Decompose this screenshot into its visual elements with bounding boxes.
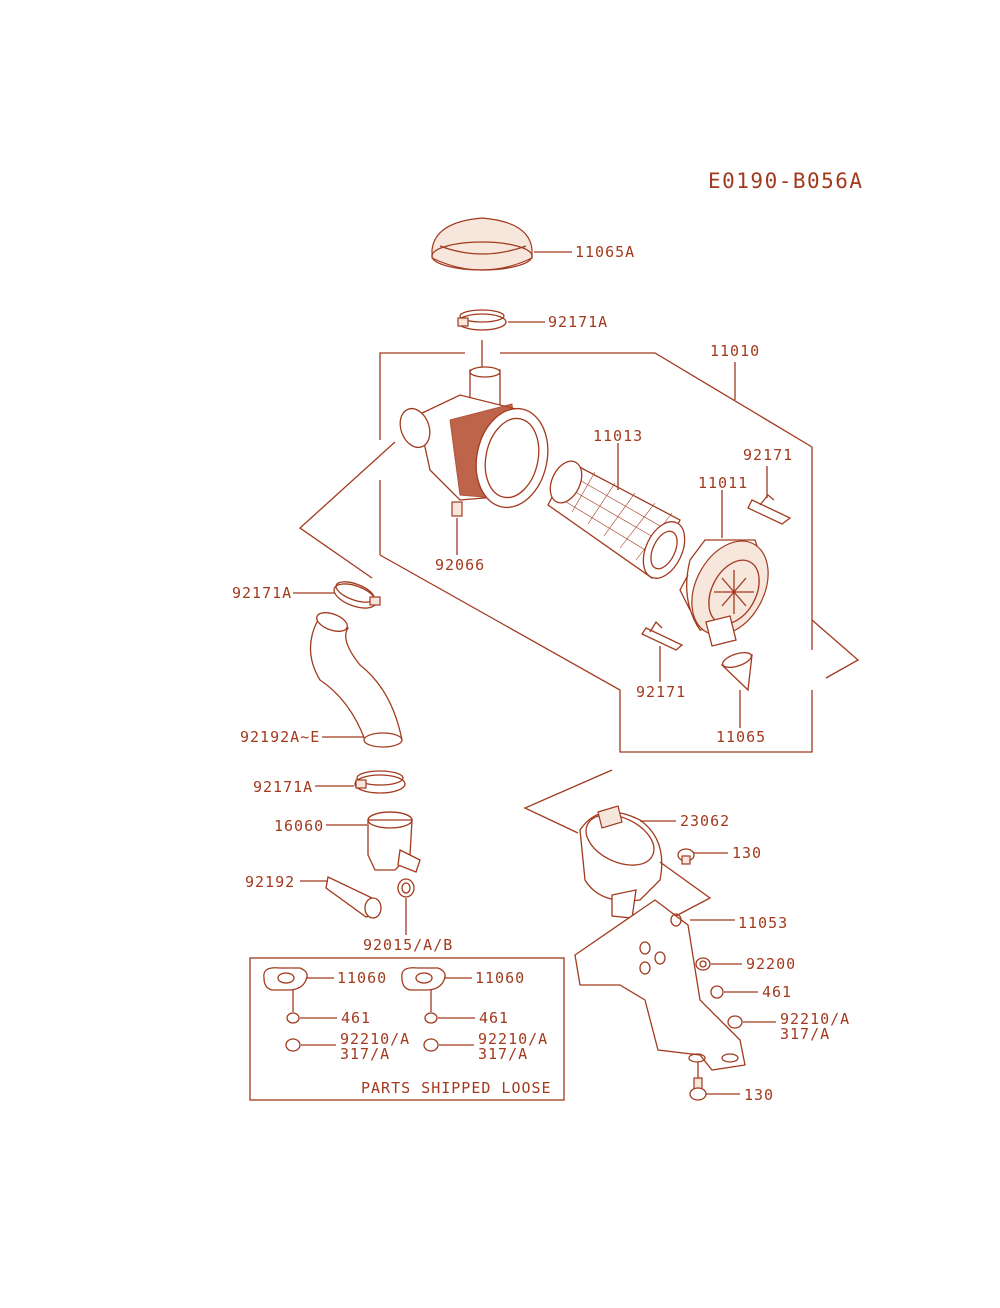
washer-92200 <box>695 957 711 971</box>
label-92171A-lower: 92171A <box>253 778 313 796</box>
label-11065A: 11065A <box>575 243 635 261</box>
diagram-code: E0190-B056A <box>708 169 864 193</box>
label-23062: 23062 <box>680 812 730 830</box>
washer-461-right <box>710 985 724 999</box>
label-92210-right: 92210/A <box>780 1010 850 1028</box>
clip-upper <box>747 494 792 525</box>
label-92171A-top: 92171A <box>548 313 608 331</box>
air-cleaner-cover <box>679 539 769 647</box>
bolt-130-upper <box>677 848 695 865</box>
nut-92210-right <box>727 1015 743 1029</box>
label-92171-upper: 92171 <box>743 446 793 464</box>
band-23062 <box>579 805 663 919</box>
label-92066: 92066 <box>435 556 485 574</box>
parts-shipped-loose-caption: PARTS SHIPPED LOOSE <box>361 1079 552 1097</box>
clip-lower <box>641 620 684 651</box>
vacuator-valve <box>720 651 753 692</box>
loose-right-11060: 11060 <box>475 969 525 987</box>
label-92171-lower: 92171 <box>636 683 686 701</box>
label-11011: 11011 <box>698 474 748 492</box>
hose-clamp-lower <box>354 770 406 794</box>
nut-92015 <box>397 878 415 898</box>
label-16060: 16060 <box>274 817 324 835</box>
air-cleaner-cap <box>431 217 533 271</box>
intake-hose <box>309 612 403 748</box>
label-130-lower: 130 <box>744 1086 774 1104</box>
loose-left-92210: 92210/A <box>340 1030 410 1048</box>
air-cleaner-body <box>399 366 549 517</box>
label-11013: 11013 <box>593 427 643 445</box>
loose-left-461: 461 <box>341 1009 371 1027</box>
bolt-130-lower <box>689 1077 707 1101</box>
hose-clamp-upper <box>333 581 381 609</box>
loose-right-461: 461 <box>479 1009 509 1027</box>
label-461-right: 461 <box>762 983 792 1001</box>
parts-shipped-loose-box: 11060 461 92210/A 317/A 11060 461 92210/… <box>249 957 565 1101</box>
loose-right-92210: 92210/A <box>478 1030 548 1048</box>
label-11053: 11053 <box>738 914 788 932</box>
label-92015: 92015/A/B <box>363 936 453 954</box>
bracket-11053 <box>574 899 746 1071</box>
label-11010: 11010 <box>710 342 760 360</box>
label-92192A-E: 92192A~E <box>240 728 320 746</box>
breather-hose <box>325 876 382 919</box>
intake-pipe <box>367 811 421 873</box>
loose-left-11060: 11060 <box>337 969 387 987</box>
label-11065: 11065 <box>716 728 766 746</box>
loose-left-317: 317/A <box>340 1045 390 1063</box>
label-92171A-hose: 92171A <box>232 584 292 602</box>
label-92200: 92200 <box>746 955 796 973</box>
hose-clamp-top <box>457 309 507 331</box>
loose-right-317: 317/A <box>478 1045 528 1063</box>
label-317-right: 317/A <box>780 1025 830 1043</box>
label-92192: 92192 <box>245 873 295 891</box>
label-130-upper: 130 <box>732 844 762 862</box>
filter-element <box>547 460 686 579</box>
